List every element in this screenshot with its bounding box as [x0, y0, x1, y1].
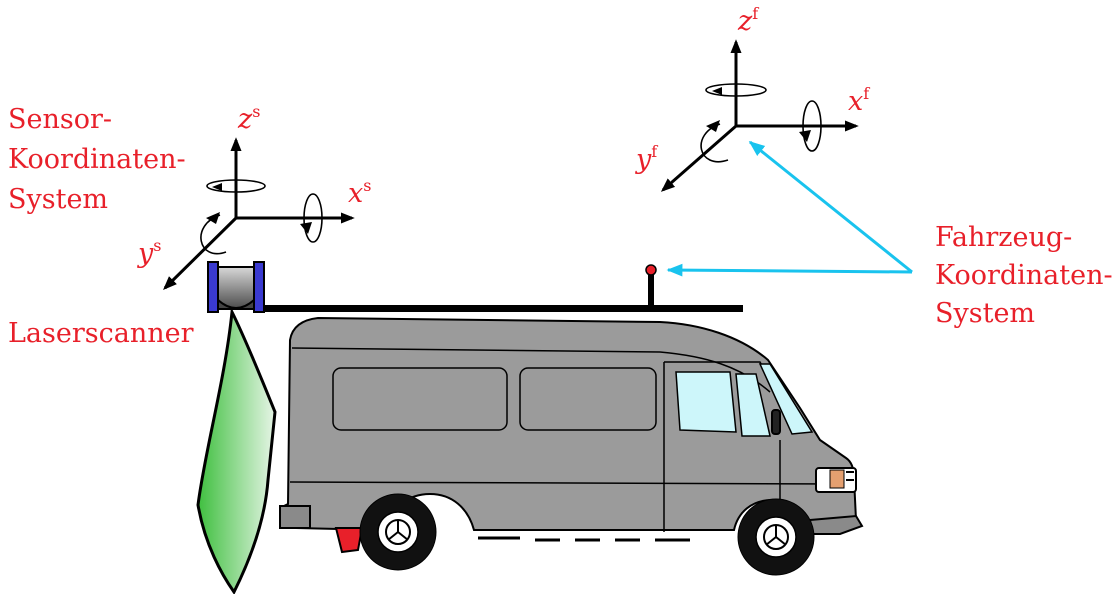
sensor-z-label: zs [237, 102, 260, 135]
scanner-flange-right [253, 261, 265, 313]
van-cab-window [675, 371, 737, 433]
vehicle-y-label: yf [635, 142, 658, 175]
pointer-to-axes [748, 140, 913, 274]
vehicle-x-label: xf [848, 84, 870, 117]
van-cab-window-2 [735, 373, 771, 437]
van-mirror [771, 409, 781, 435]
vehicle-frame-label: Fahrzeug- Koordinaten- System [935, 222, 1118, 329]
sensor-x-rotation-icon [303, 193, 323, 243]
van-windshield [758, 363, 814, 435]
scan-beam [196, 306, 277, 594]
vehicle-frame [660, 39, 859, 192]
van-rear-wheel [359, 493, 437, 571]
van-side-window-1 [332, 367, 508, 431]
pointer-to-antenna [666, 263, 913, 277]
vehicle-z-label: zf [737, 4, 759, 37]
sensor-frame-label: Sensor- Koordinaten- System [8, 104, 194, 215]
sensor-y-label: ys [137, 236, 161, 269]
van-side-window-2 [519, 367, 657, 431]
roof-rail [256, 264, 743, 312]
vehicle-y-axis [660, 124, 737, 192]
sensor-x-label: xs [348, 176, 371, 209]
vehicle-z-rotation-icon [705, 83, 767, 97]
vehicle-frame-pointers [666, 140, 913, 277]
vehicle-x-rotation-icon [802, 100, 822, 152]
van-tail-light [334, 527, 364, 554]
sensor-y-axis [163, 216, 238, 290]
laser-scanner [207, 261, 265, 313]
sensor-frame [163, 137, 355, 290]
antenna-mast [648, 273, 654, 307]
scanner-flange-left [207, 261, 219, 313]
sensor-z-rotation-icon [206, 179, 266, 193]
van [279, 316, 864, 554]
van-front-wheel [737, 498, 815, 576]
scanner-label: Laserscanner [8, 318, 194, 349]
antenna-reference-point [645, 264, 657, 276]
